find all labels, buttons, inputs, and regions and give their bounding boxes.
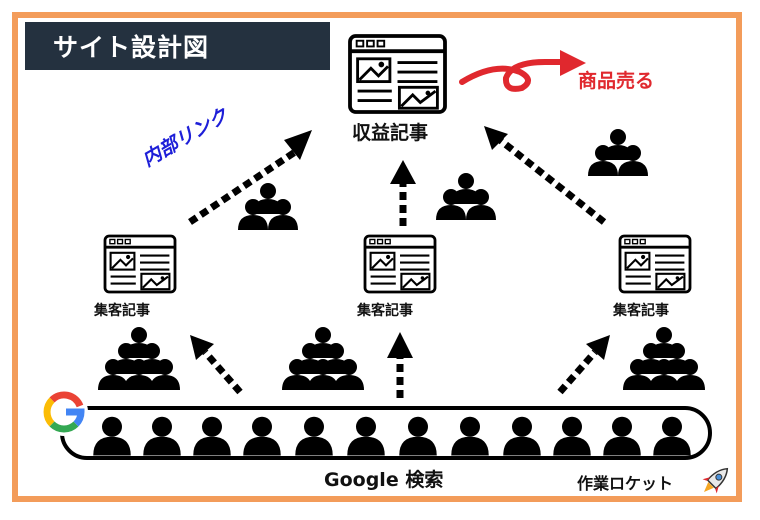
collect-article-2-webpage-icon: [363, 234, 437, 294]
person-pyramid-icon: [98, 327, 180, 390]
google-search-label: Google 検索: [324, 469, 444, 491]
person-group-icon: [436, 173, 496, 220]
sell-label: 商品売る: [578, 70, 655, 92]
profit-article-label: 収益記事: [352, 122, 429, 144]
collect-article-3-webpage-icon: [618, 234, 692, 294]
person-pyramid-icon: [623, 327, 705, 390]
sell-arrow-icon: [459, 50, 586, 92]
arrow-icon-upper: [188, 137, 607, 226]
arrow-icon-lower: [202, 349, 598, 398]
person-pyramid-icon: [282, 327, 364, 390]
collect-article-label: 集客記事: [94, 303, 150, 319]
rocket-icon: [702, 467, 729, 494]
person-group-icon: [238, 183, 298, 230]
page-title: サイト設計図: [53, 33, 210, 62]
profit-article-webpage-icon: [348, 34, 447, 114]
title-banner: サイト設計図: [25, 22, 330, 70]
orange-frame: [12, 12, 742, 502]
arrowheads-lower: [190, 332, 610, 360]
brand-label: 作業ロケット: [577, 474, 674, 493]
collect-article-label: 集客記事: [357, 303, 413, 319]
google-g-icon: [40, 388, 88, 436]
collect-article-label: 集客記事: [613, 303, 669, 319]
person-group-icon: [588, 129, 648, 176]
collect-article-1-webpage-icon: [103, 234, 177, 294]
arrowheads-upper: [284, 126, 508, 184]
